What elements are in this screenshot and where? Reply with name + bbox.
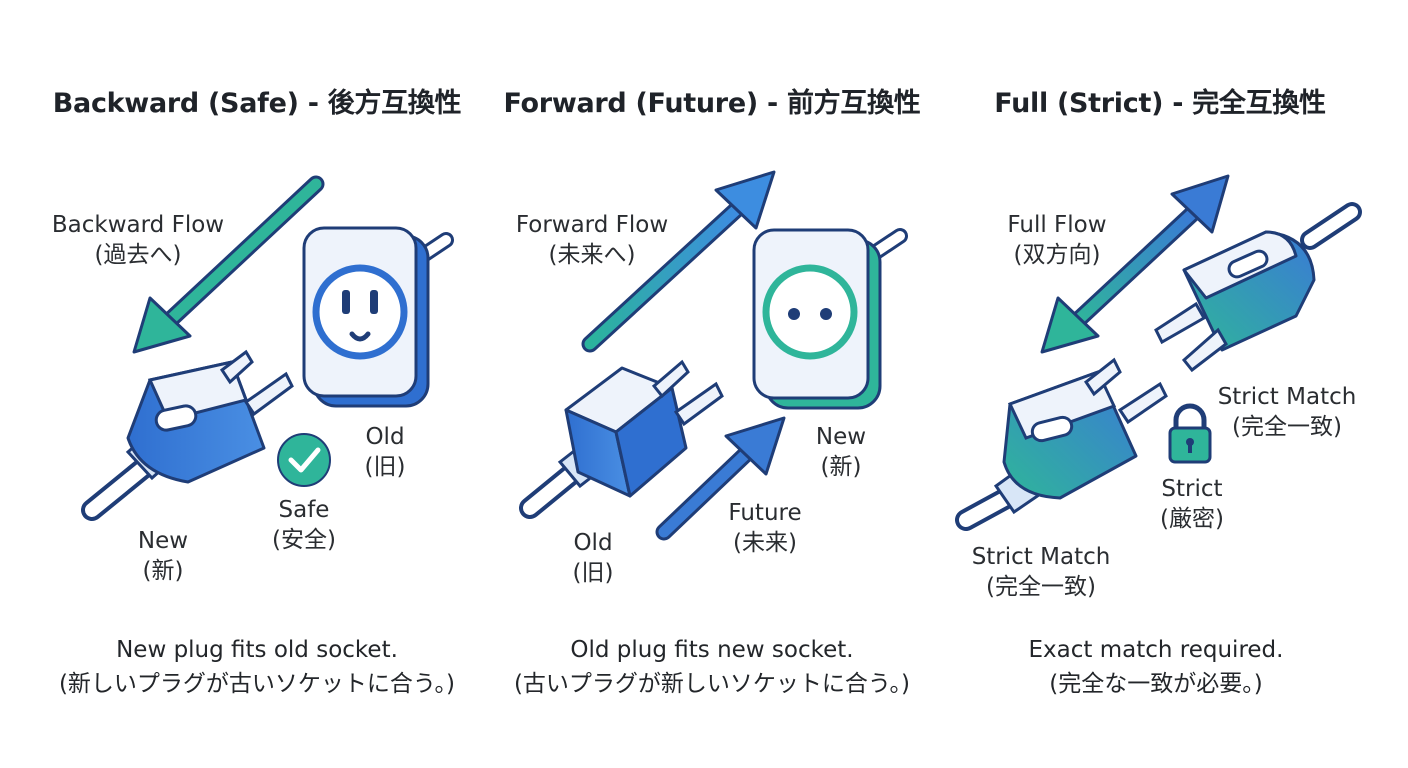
future-label: Future bbox=[728, 500, 802, 526]
backward-title: Backward (Safe) - 後方互換性 bbox=[52, 88, 462, 119]
new-plug-icon bbox=[81, 349, 294, 521]
new-plug-label-jp: (新) bbox=[142, 558, 184, 584]
old-socket-label: Old bbox=[365, 424, 405, 450]
old-socket-icon bbox=[302, 226, 454, 408]
new-socket-label-jp: (新) bbox=[820, 454, 862, 480]
old-plug-label: Old bbox=[573, 530, 613, 556]
backward-flow-label-jp: (過去へ) bbox=[94, 242, 182, 268]
old-plug-icon bbox=[519, 359, 724, 519]
strict-match-bottom-label: Strict Match bbox=[971, 544, 1111, 570]
strict-match-top-label-jp: (完全一致) bbox=[1232, 414, 1342, 440]
backward-caption: New plug fits old socket. bbox=[116, 637, 398, 663]
forward-caption-jp: (古いプラグが新しいソケットに合う。) bbox=[513, 671, 911, 697]
old-plug-label-jp: (旧) bbox=[572, 560, 614, 586]
backward-caption-jp: (新しいプラグが古いソケットに合う。) bbox=[58, 671, 456, 697]
strict-match-bottom-label-jp: (完全一致) bbox=[986, 574, 1096, 600]
safe-label-jp: (安全) bbox=[272, 527, 336, 553]
safe-check-icon bbox=[277, 433, 331, 487]
strict-label-jp: (厳密) bbox=[1160, 506, 1224, 532]
forward-panel-art bbox=[519, 170, 908, 541]
new-socket-icon bbox=[752, 228, 908, 410]
lock-icon bbox=[1168, 403, 1212, 464]
full-flow-label-jp: (双方向) bbox=[1013, 242, 1101, 268]
safe-label: Safe bbox=[278, 497, 330, 523]
forward-caption: Old plug fits new socket. bbox=[570, 637, 854, 663]
strict-match-top-label: Strict Match bbox=[1217, 384, 1357, 410]
backward-flow-arrow-icon bbox=[132, 175, 325, 354]
strict-label: Strict bbox=[1161, 476, 1223, 502]
bottom-plug-icon bbox=[955, 357, 1168, 531]
full-flow-label: Full Flow bbox=[1007, 212, 1107, 238]
future-arrow-icon bbox=[655, 416, 786, 541]
full-caption: Exact match required. bbox=[1028, 637, 1284, 663]
full-panel-art bbox=[955, 174, 1362, 531]
top-plug-icon bbox=[1154, 202, 1362, 373]
full-flow-arrow-icon bbox=[1040, 174, 1230, 354]
full-title: Full (Strict) - 完全互換性 bbox=[994, 88, 1326, 119]
new-plug-label: New bbox=[137, 528, 189, 554]
backward-flow-label: Backward Flow bbox=[51, 212, 225, 238]
old-socket-label-jp: (旧) bbox=[364, 454, 406, 480]
forward-title: Forward (Future) - 前方互換性 bbox=[503, 88, 921, 119]
new-socket-label: New bbox=[815, 424, 867, 450]
forward-flow-label: Forward Flow bbox=[515, 212, 669, 238]
forward-flow-arrow-icon bbox=[581, 170, 776, 353]
future-label-jp: (未来) bbox=[733, 530, 797, 556]
full-caption-jp: (完全な一致が必要。) bbox=[1049, 671, 1263, 697]
forward-flow-label-jp: (未来へ) bbox=[548, 242, 636, 268]
backward-panel-art bbox=[81, 175, 454, 521]
